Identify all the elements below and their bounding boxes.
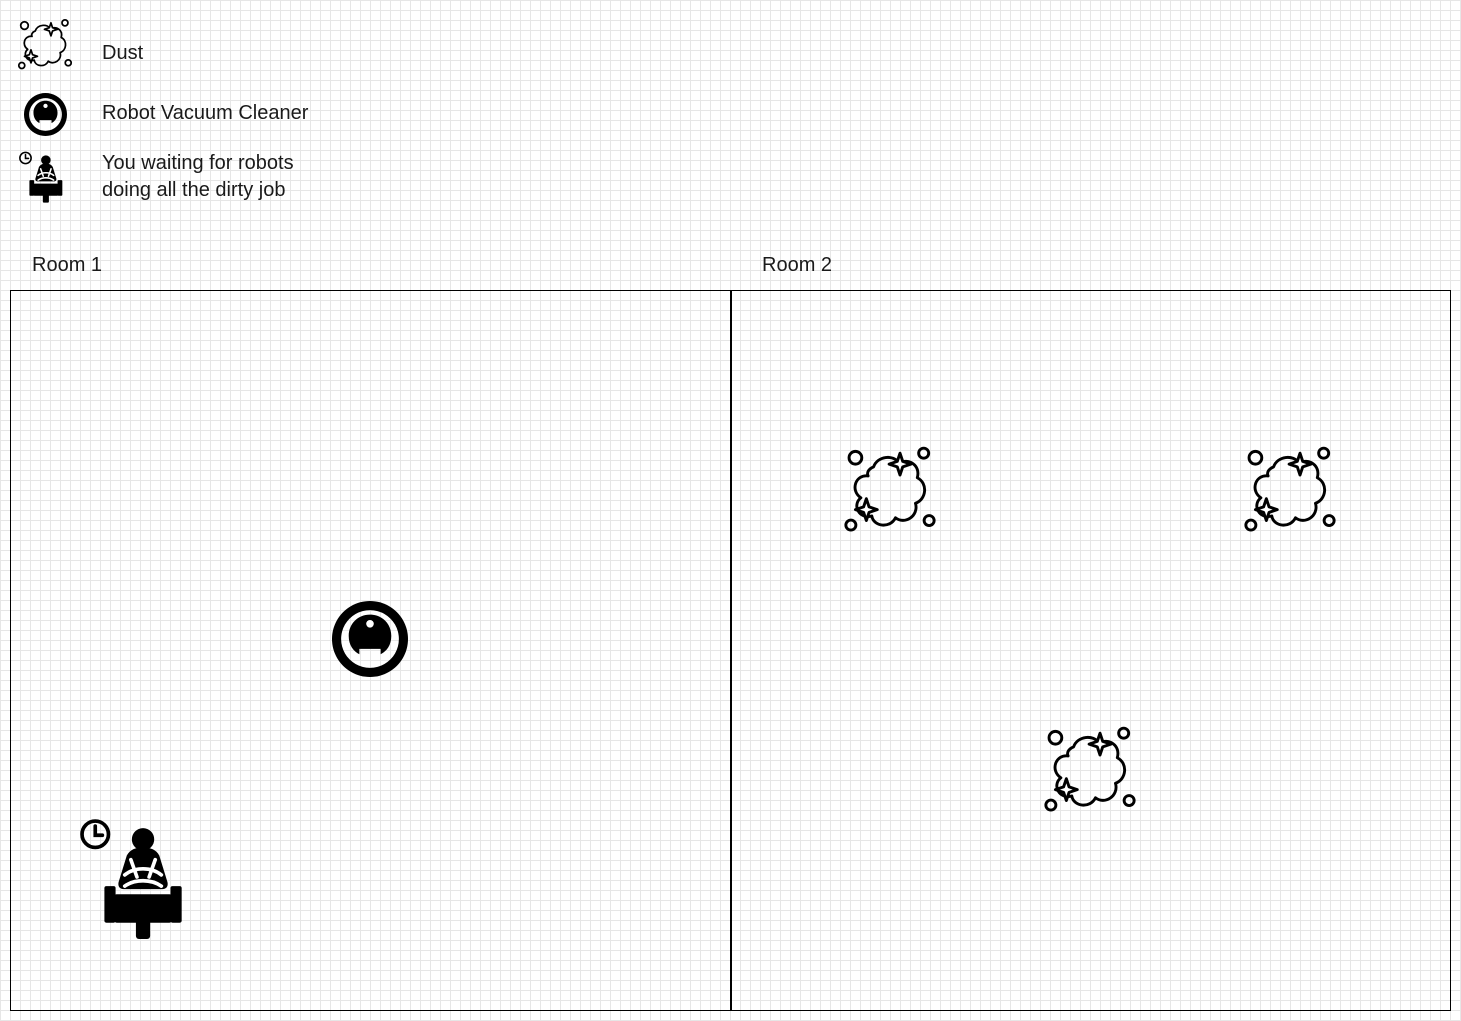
- legend-robot-vacuum-icon: [24, 93, 67, 136]
- room-2-label: Room 2: [762, 254, 833, 276]
- robot-vacuum-icon: [332, 601, 408, 677]
- dust-icon: [1042, 725, 1138, 816]
- person-waiting-icon: [79, 819, 203, 941]
- legend-label-line-2: doing all the dirty job: [102, 179, 286, 201]
- dust-icon: [842, 445, 938, 536]
- dust-icon: [1242, 445, 1338, 536]
- room-2: [730, 290, 1451, 1011]
- legend-dust-icon: [16, 18, 74, 72]
- legend-person-waiting-icon: [19, 150, 71, 205]
- legend-label-robot-vacuum: Robot Vacuum Cleaner: [102, 102, 309, 124]
- legend-label-line-1: You waiting for robots: [102, 152, 294, 174]
- legend-label-dust: Dust: [102, 42, 144, 64]
- room-1: [10, 290, 732, 1011]
- room-1-label: Room 1: [32, 254, 103, 276]
- legend-label-person-waiting: You waiting for robots doing all the dir…: [102, 150, 294, 204]
